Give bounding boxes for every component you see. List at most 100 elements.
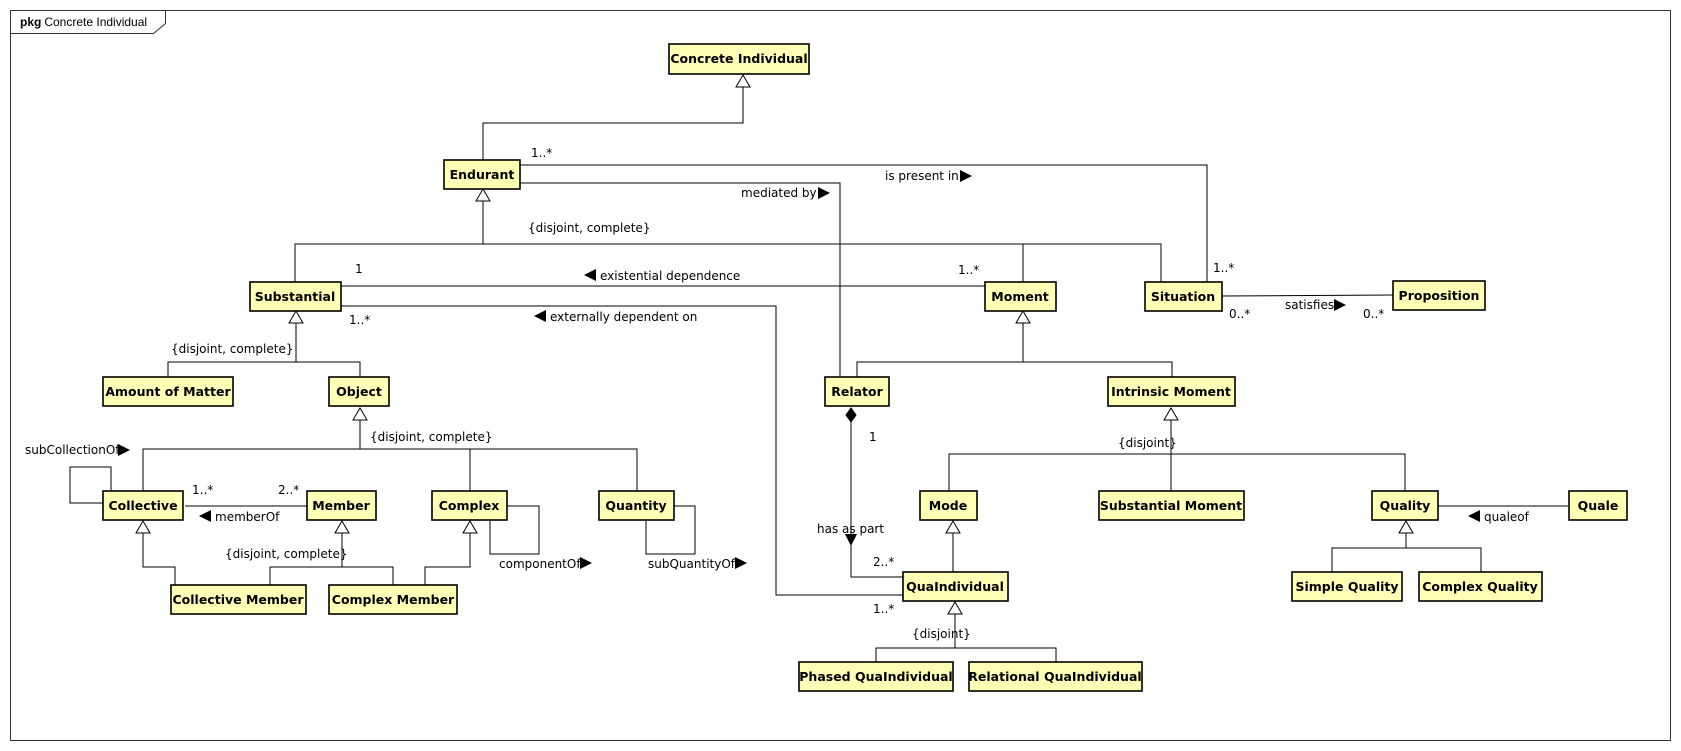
class-quantity[interactable]: Quantity [598, 490, 675, 521]
mult-situation-present: 1..* [1213, 261, 1234, 275]
component-of-arrow-icon [580, 557, 592, 569]
class-label: Substantial Moment [1100, 498, 1242, 513]
triangle-moment [1015, 310, 1031, 324]
mult-moment-existential: 1..* [958, 263, 979, 277]
existential-dependence-arrow-icon [584, 269, 596, 281]
association-edges [69, 164, 1568, 596]
generalization-arrowheads [135, 74, 1414, 615]
triangle-intrinsic-moment [1163, 407, 1179, 421]
mult-substantial-existential: 1 [355, 262, 363, 276]
class-relational-qua-individual[interactable]: Relational QuaIndividual [968, 661, 1143, 692]
label-has-as-part: has as part [817, 522, 884, 536]
generalization-edges [142, 87, 1482, 662]
class-label: Concrete Individual [670, 51, 807, 66]
class-label: Relator [831, 384, 883, 399]
class-member[interactable]: Member [306, 490, 377, 521]
edge-is-present-in [520, 164, 1208, 282]
class-proposition[interactable]: Proposition [1392, 280, 1486, 311]
label-is-present-in: is present in [885, 169, 959, 183]
class-complex-member[interactable]: Complex Member [328, 584, 458, 615]
class-label: Quantity [605, 498, 666, 513]
class-label: Object [336, 384, 382, 399]
has-as-part-arrow-icon [845, 534, 857, 546]
class-label: Proposition [1399, 288, 1480, 303]
label-quale-of: qualeof [1484, 510, 1530, 524]
label-externally-dependent-on: externally dependent on [550, 310, 697, 324]
edge-satisfies [1220, 294, 1394, 297]
class-label: Member [312, 498, 370, 513]
class-label: Substantial [255, 289, 336, 304]
mult-relator-part: 1 [869, 430, 877, 444]
constraint-member: {disjoint, complete} [225, 547, 347, 561]
class-situation[interactable]: Situation [1144, 281, 1223, 312]
edge-mediated-by [520, 182, 841, 377]
label-component-of: componentOf [499, 557, 581, 571]
multiplicity-labels: 1..* 1..* 1 1..* 1..* 0..* 0..* 1..* 2..… [192, 146, 1384, 616]
is-present-in-arrow-icon [960, 170, 972, 182]
class-moment[interactable]: Moment [984, 281, 1057, 312]
triangle-object [352, 407, 368, 421]
edge-moment-genset-bar [856, 361, 1173, 377]
member-of-arrow-icon [199, 510, 211, 522]
edge-substantial-genset-bar [167, 361, 361, 377]
class-substantial-moment[interactable]: Substantial Moment [1098, 490, 1245, 521]
sub-collection-of-arrow-icon [118, 444, 130, 456]
class-object[interactable]: Object [328, 376, 390, 407]
class-complex[interactable]: Complex [431, 490, 508, 521]
mult-endurant-present: 1..* [531, 146, 552, 160]
class-concrete-individual[interactable]: Concrete Individual [668, 43, 810, 75]
class-label: Moment [991, 289, 1048, 304]
class-collective-member[interactable]: Collective Member [170, 584, 307, 615]
class-intrinsic-moment[interactable]: Intrinsic Moment [1107, 376, 1236, 407]
class-label: Collective Member [173, 592, 305, 607]
class-label: Relational QuaIndividual [968, 669, 1141, 684]
class-endurant[interactable]: Endurant [443, 159, 521, 190]
triangle-collective [135, 520, 151, 534]
satisfies-arrow-icon [1334, 299, 1346, 311]
class-label: Simple Quality [1295, 579, 1398, 594]
class-label: Mode [929, 498, 967, 513]
label-mediated-by: mediated by [741, 186, 817, 200]
triangle-endurant [475, 188, 491, 202]
edge-endurant-to-concrete-individual [482, 87, 744, 160]
class-quality[interactable]: Quality [1371, 490, 1439, 521]
triangle-concrete-individual [735, 74, 751, 88]
edge-quaindividual-genset-bar [875, 647, 1057, 662]
triangle-mode [945, 520, 961, 534]
class-quale[interactable]: Quale [1568, 490, 1628, 521]
class-label: Quality [1380, 498, 1431, 513]
externally-dependent-on-arrow-icon [534, 310, 546, 322]
class-simple-quality[interactable]: Simple Quality [1291, 571, 1403, 602]
label-sub-quantity-of: subQuantityOf [648, 557, 736, 571]
package-name: Concrete Individual [44, 15, 147, 29]
class-substantial[interactable]: Substantial [249, 281, 342, 312]
class-label: Complex Quality [1422, 579, 1538, 594]
mult-situation-satisfies: 0..* [1229, 307, 1250, 321]
constraint-labels: {disjoint, complete} {disjoint, complete… [171, 221, 1177, 641]
class-qua-individual[interactable]: QuaIndividual [902, 571, 1009, 602]
edge-member-genset-bar [269, 566, 394, 585]
label-sub-collection-of: subCollectionOf [25, 443, 120, 457]
triangle-substantial [288, 310, 304, 324]
class-label: Intrinsic Moment [1111, 384, 1231, 399]
class-phased-qua-individual[interactable]: Phased QuaIndividual [798, 661, 954, 692]
edge-intrinsic-genset-bar [948, 453, 1406, 491]
label-member-of: memberOf [215, 510, 280, 524]
mult-member-collective: 2..* [278, 483, 299, 497]
constraint-substantial: {disjoint, complete} [171, 342, 293, 356]
association-labels: is present in mediated by existential de… [25, 169, 1530, 571]
edge-complex-member-to-complex [424, 533, 471, 585]
label-existential-dependence: existential dependence [600, 269, 740, 283]
mult-substantial-external: 1..* [349, 313, 370, 327]
triangle-quaindividual [947, 601, 963, 615]
constraint-intrinsic-moment: {disjoint} [1118, 436, 1177, 450]
class-amount-of-matter[interactable]: Amount of Matter [102, 376, 234, 407]
class-label: Amount of Matter [105, 384, 231, 399]
class-relator[interactable]: Relator [824, 376, 890, 407]
mult-proposition-satisfies: 0..* [1363, 307, 1384, 321]
class-collective[interactable]: Collective [102, 490, 184, 521]
class-complex-quality[interactable]: Complex Quality [1418, 571, 1543, 602]
class-mode[interactable]: Mode [919, 490, 978, 521]
